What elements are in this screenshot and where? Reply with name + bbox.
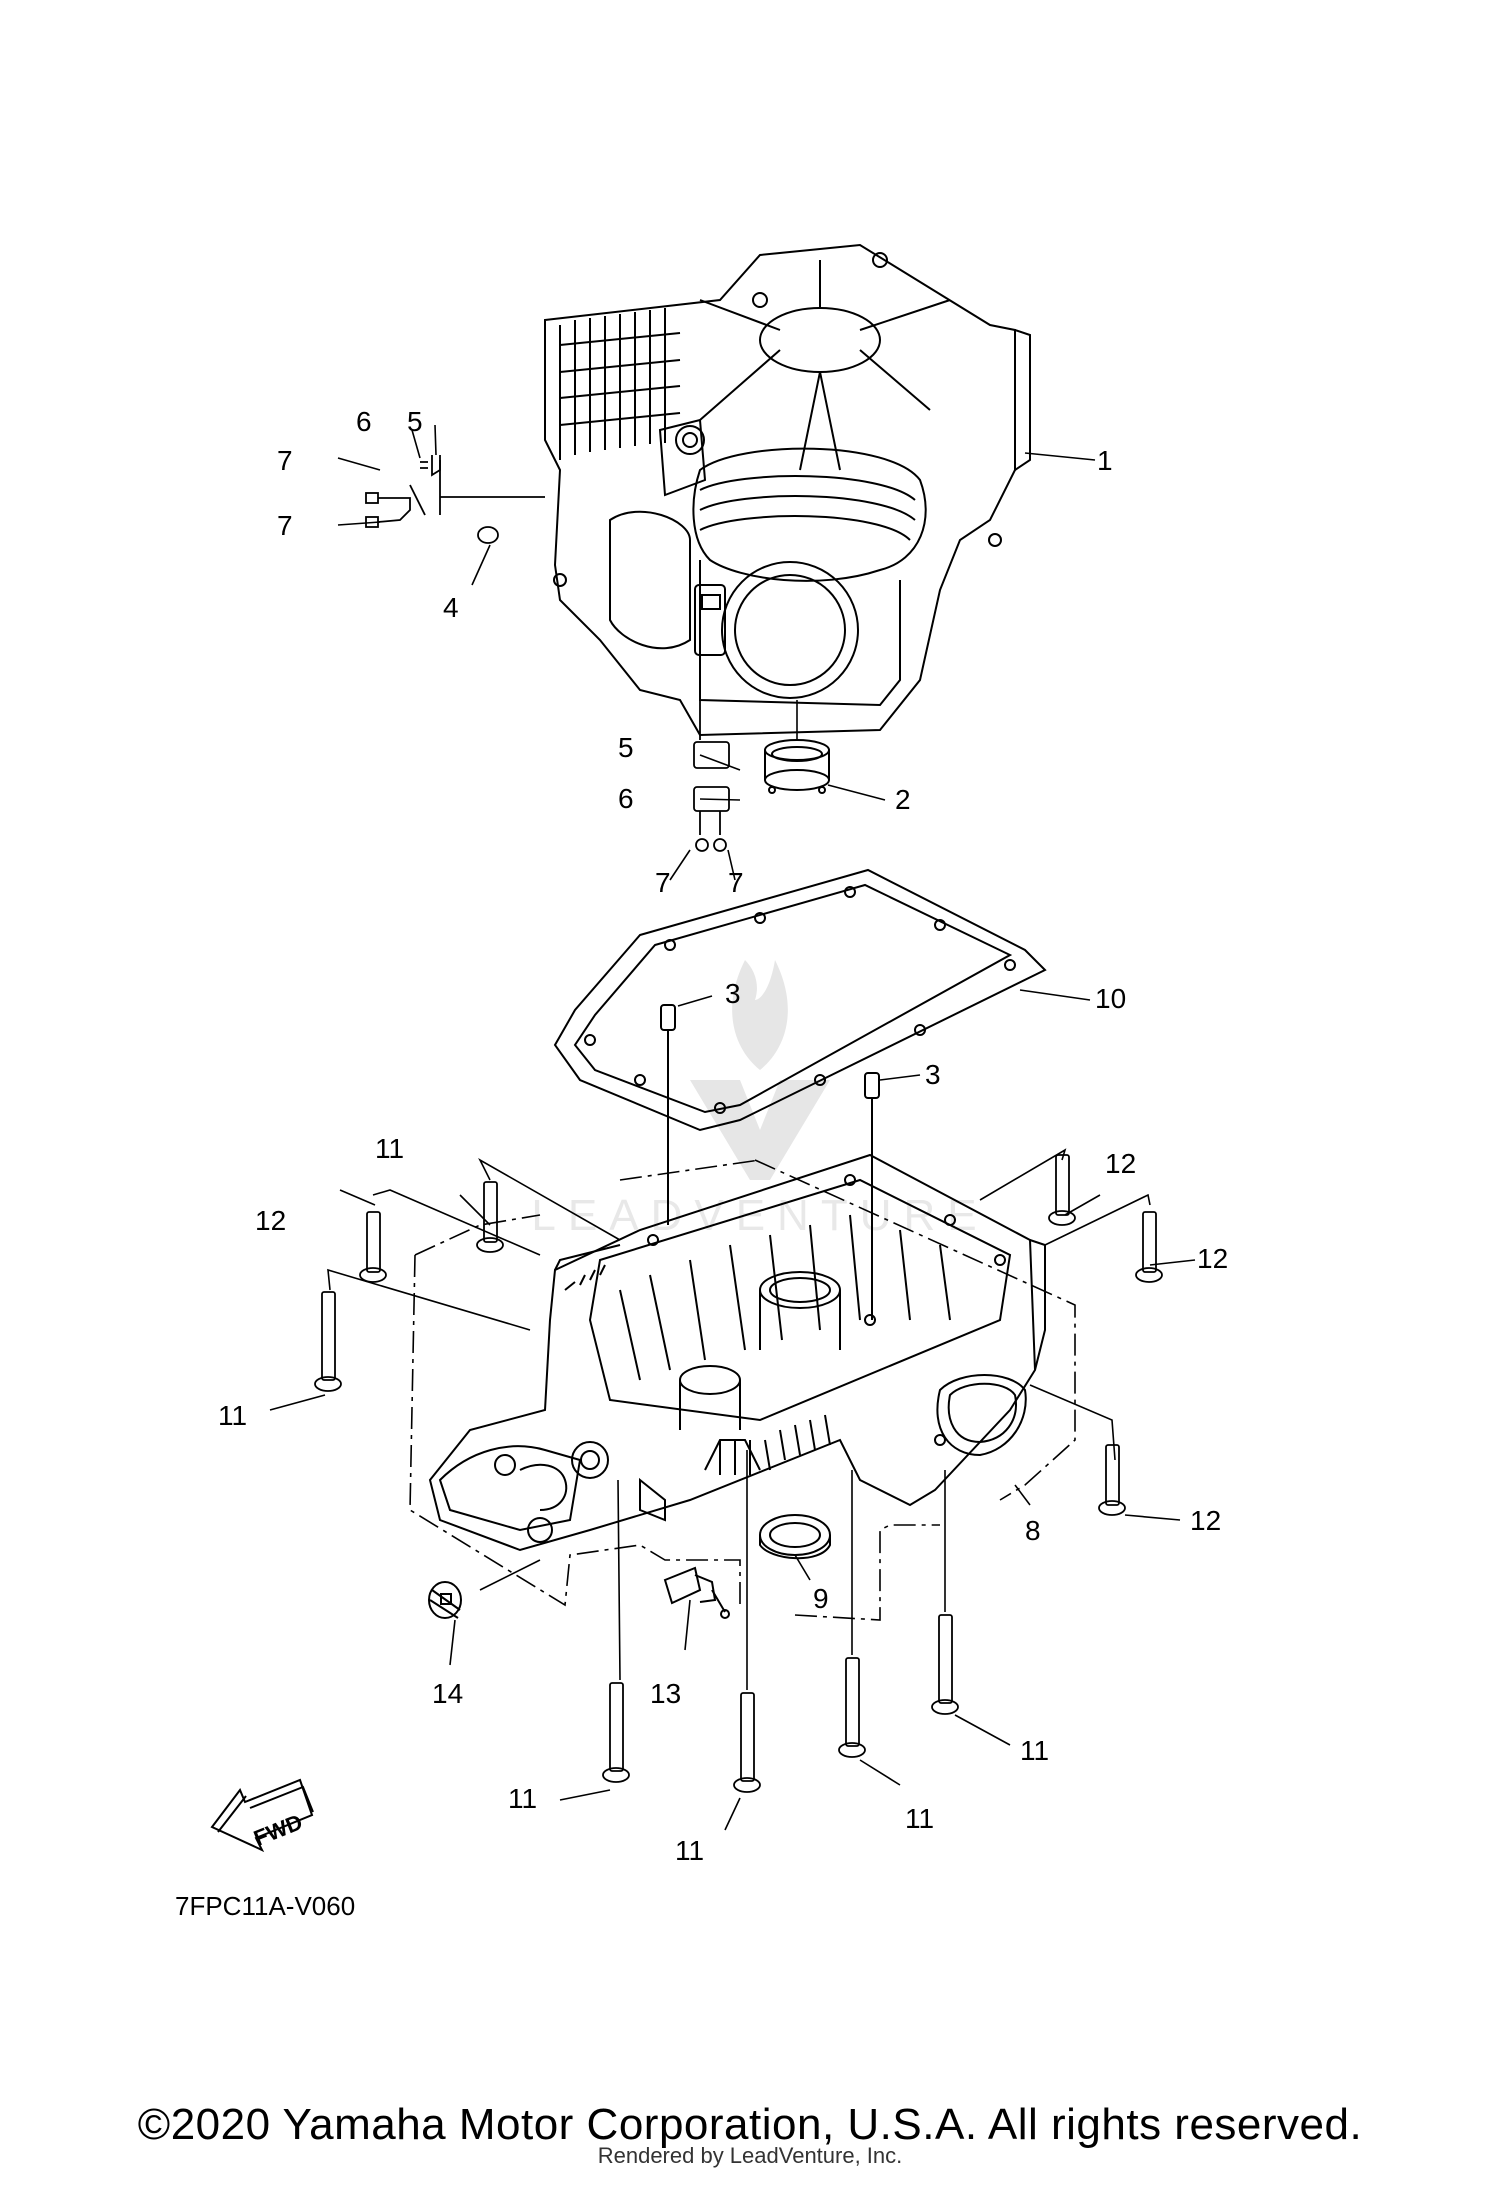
callout-7: 7 xyxy=(277,510,293,541)
flange-bolt-part-12[interactable] xyxy=(359,1154,1163,1516)
oil-pressure-switch-part-13[interactable] xyxy=(663,1566,730,1619)
crankcase-part-1[interactable] xyxy=(544,243,1031,737)
callout-14: 14 xyxy=(432,1678,463,1709)
callout-11: 11 xyxy=(905,1803,934,1834)
callout-12: 12 xyxy=(1105,1148,1136,1179)
callout-10: 10 xyxy=(1095,983,1126,1014)
callout-9: 9 xyxy=(813,1583,829,1614)
callout-11: 11 xyxy=(1020,1735,1049,1766)
callout-7: 7 xyxy=(277,445,293,476)
copyright-notice: ©2020 Yamaha Motor Corporation, U.S.A. A… xyxy=(137,2100,1363,2149)
callout-8: 8 xyxy=(1025,1515,1041,1546)
callout-6: 6 xyxy=(618,783,634,814)
watermark-text: LEADVENTURE xyxy=(531,1191,988,1240)
callout-11: 11 xyxy=(218,1400,247,1431)
callout-13: 13 xyxy=(650,1678,681,1709)
forward-direction-arrow-icon: FWD xyxy=(210,1778,314,1853)
sensor-parts-upper[interactable] xyxy=(365,455,545,544)
callout-12: 12 xyxy=(1197,1243,1228,1274)
long-bolt-part-11[interactable] xyxy=(314,1291,959,1793)
dowel-pin-part-3a[interactable] xyxy=(660,1004,676,1225)
callout-leader-lines xyxy=(269,424,1196,1831)
leadventure-watermark: LEADVENTURE xyxy=(531,960,988,1240)
callout-2: 2 xyxy=(895,784,911,815)
callout-12: 12 xyxy=(1190,1505,1221,1536)
callout-12: 11 xyxy=(375,1133,404,1164)
oil-seal-part-9[interactable] xyxy=(759,1514,831,1560)
fwd-label: FWD xyxy=(250,1809,306,1851)
callout-7: 7 xyxy=(655,867,671,898)
diagram-part-code: 7FPC11A-V060 xyxy=(175,1891,355,1921)
callout-6: 6 xyxy=(356,406,372,437)
callout-4: 4 xyxy=(443,592,459,623)
callout-5: 5 xyxy=(407,406,423,437)
bearing-part-2[interactable] xyxy=(764,739,830,794)
plug-part-14[interactable] xyxy=(428,1581,462,1619)
callout-12: 12 xyxy=(255,1205,286,1236)
callout-11: 11 xyxy=(508,1783,537,1814)
gasket-part-10[interactable] xyxy=(553,868,1047,1132)
callout-7: 7 xyxy=(728,867,744,898)
callout-3: 3 xyxy=(725,978,741,1009)
crankcase-cover-part-8[interactable] xyxy=(428,1153,1046,1552)
callout-1: 1 xyxy=(1097,445,1113,476)
callout-numbers: 1 2 3 3 4 5 5 6 6 7 7 7 7 8 9 10 11 11 1… xyxy=(175,406,1228,1921)
callout-5: 5 xyxy=(618,732,634,763)
dowel-pin-part-3b[interactable] xyxy=(864,1072,880,1320)
callout-11: 11 xyxy=(675,1835,704,1866)
render-credit: Rendered by LeadVenture, Inc. xyxy=(597,2143,903,2168)
callout-3: 3 xyxy=(925,1059,941,1090)
